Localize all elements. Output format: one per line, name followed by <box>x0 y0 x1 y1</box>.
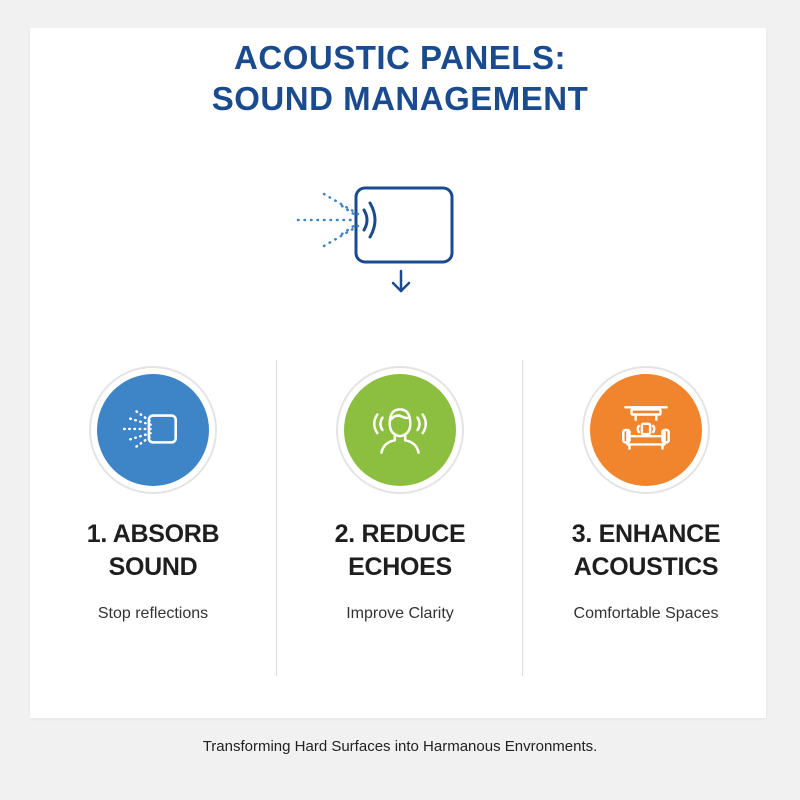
step-icon-ring <box>582 366 710 494</box>
step-absorb: 1. ABSORB SOUND Stop reflections <box>30 366 276 624</box>
sound-panel-absorb-icon <box>296 186 454 264</box>
step-title-line: 3. ENHANCE <box>571 520 721 548</box>
page-title-line-2: SOUND MANAGEMENT <box>211 80 589 117</box>
step-subtitle: Improve Clarity <box>346 605 454 622</box>
step-icon-ring <box>89 366 217 494</box>
step-subtitle: Stop reflections <box>97 605 209 622</box>
person-echo-icon <box>372 408 428 454</box>
column-divider <box>276 360 277 676</box>
footer-tagline: Transforming Hard Surfaces into Harmanou… <box>202 738 598 755</box>
step-title-line: ACOUSTICS <box>573 553 719 581</box>
step-title: 1. ABSORB SOUND <box>30 518 276 584</box>
step-title-line: 1. ABSORB <box>86 520 220 548</box>
step-title: 3. ENHANCE ACOUSTICS <box>523 518 769 584</box>
step-title: 2. REDUCE ECHOES <box>277 518 523 584</box>
page-title-line-1: ACOUSTIC PANELS: <box>234 39 566 76</box>
sound-absorb-icon <box>122 410 177 448</box>
step-subtitle: Comfortable Spaces <box>573 605 719 622</box>
step-title-line: 2. REDUCE <box>334 520 466 548</box>
step-title-line: ECHOES <box>348 553 452 581</box>
step-icon-ring <box>336 366 464 494</box>
step-reduce: 2. REDUCE ECHOES Improve Clarity <box>277 366 523 624</box>
column-divider <box>522 360 523 676</box>
arrow-down-icon <box>391 269 411 293</box>
step-title-line: SOUND <box>108 553 198 581</box>
sofa-lamp-icon <box>622 406 670 450</box>
step-icon-disc <box>590 374 702 486</box>
step-enhance: 3. ENHANCE ACOUSTICS Comfortable Spaces <box>523 366 769 624</box>
step-icon-disc <box>97 374 209 486</box>
step-icon-disc <box>344 374 456 486</box>
